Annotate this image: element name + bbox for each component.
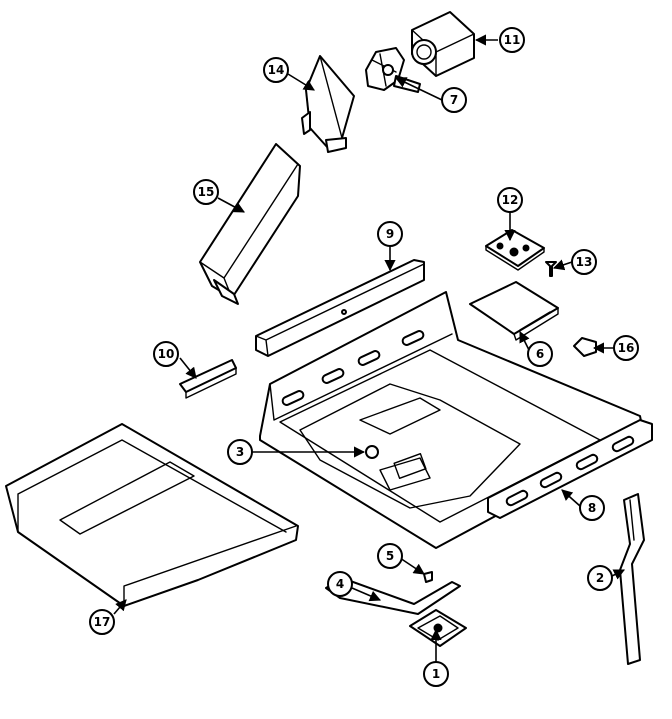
callout-12-label: 12	[502, 193, 519, 207]
callout-5: 5	[377, 543, 403, 569]
callout-14-label: 14	[268, 63, 285, 77]
part-2-strip	[619, 493, 645, 665]
part-11-housing	[411, 11, 475, 77]
part-13-screw	[545, 261, 557, 277]
part-12-board	[485, 229, 545, 271]
callout-3: 3	[227, 439, 253, 465]
callout-10-label: 10	[158, 347, 175, 361]
callout-10: 10	[153, 341, 179, 367]
callout-13-label: 13	[576, 255, 593, 269]
part-5-pin	[423, 571, 433, 583]
callout-2: 2	[587, 565, 613, 591]
main-burner-box	[259, 291, 653, 549]
callout-15: 15	[193, 179, 219, 205]
callout-8: 8	[579, 495, 605, 521]
part-6-plate	[469, 281, 559, 341]
part-4-lever	[325, 577, 461, 615]
part-10-small-bracket	[179, 359, 237, 399]
part-15-channel	[199, 143, 301, 305]
callouts: 11 7 14 15 9 12 13 6 16 10 3 8 5 4 1 2 1…	[89, 27, 639, 687]
part-14-bracket	[301, 55, 355, 153]
callout-6: 6	[527, 341, 553, 367]
part-9-rail	[255, 259, 425, 357]
part-17-tray	[5, 423, 299, 607]
callout-16: 16	[613, 335, 639, 361]
part-7-valve	[365, 47, 421, 93]
callout-1-label: 1	[432, 667, 440, 681]
callout-9: 9	[377, 221, 403, 247]
callout-12: 12	[497, 187, 523, 213]
part-16-clip	[573, 337, 597, 357]
callout-15-label: 15	[198, 185, 215, 199]
callout-11-label: 11	[504, 33, 521, 47]
callout-4-label: 4	[336, 577, 344, 591]
callout-14: 14	[263, 57, 289, 83]
callout-11: 11	[499, 27, 525, 53]
callout-8-label: 8	[588, 501, 596, 515]
callout-17-label: 17	[94, 615, 111, 629]
callout-1: 1	[423, 661, 449, 687]
part-1-latch	[409, 609, 467, 647]
callout-7-label: 7	[450, 93, 458, 107]
leader-lines	[113, 34, 626, 662]
callout-3-label: 3	[236, 445, 244, 459]
callout-7: 7	[441, 87, 467, 113]
callout-9-label: 9	[386, 227, 394, 241]
callout-4: 4	[327, 571, 353, 597]
callout-5-label: 5	[386, 549, 394, 563]
callout-13: 13	[571, 249, 597, 275]
callout-17: 17	[89, 609, 115, 635]
callout-2-label: 2	[596, 571, 604, 585]
callout-6-label: 6	[536, 347, 544, 361]
callout-16-label: 16	[618, 341, 635, 355]
